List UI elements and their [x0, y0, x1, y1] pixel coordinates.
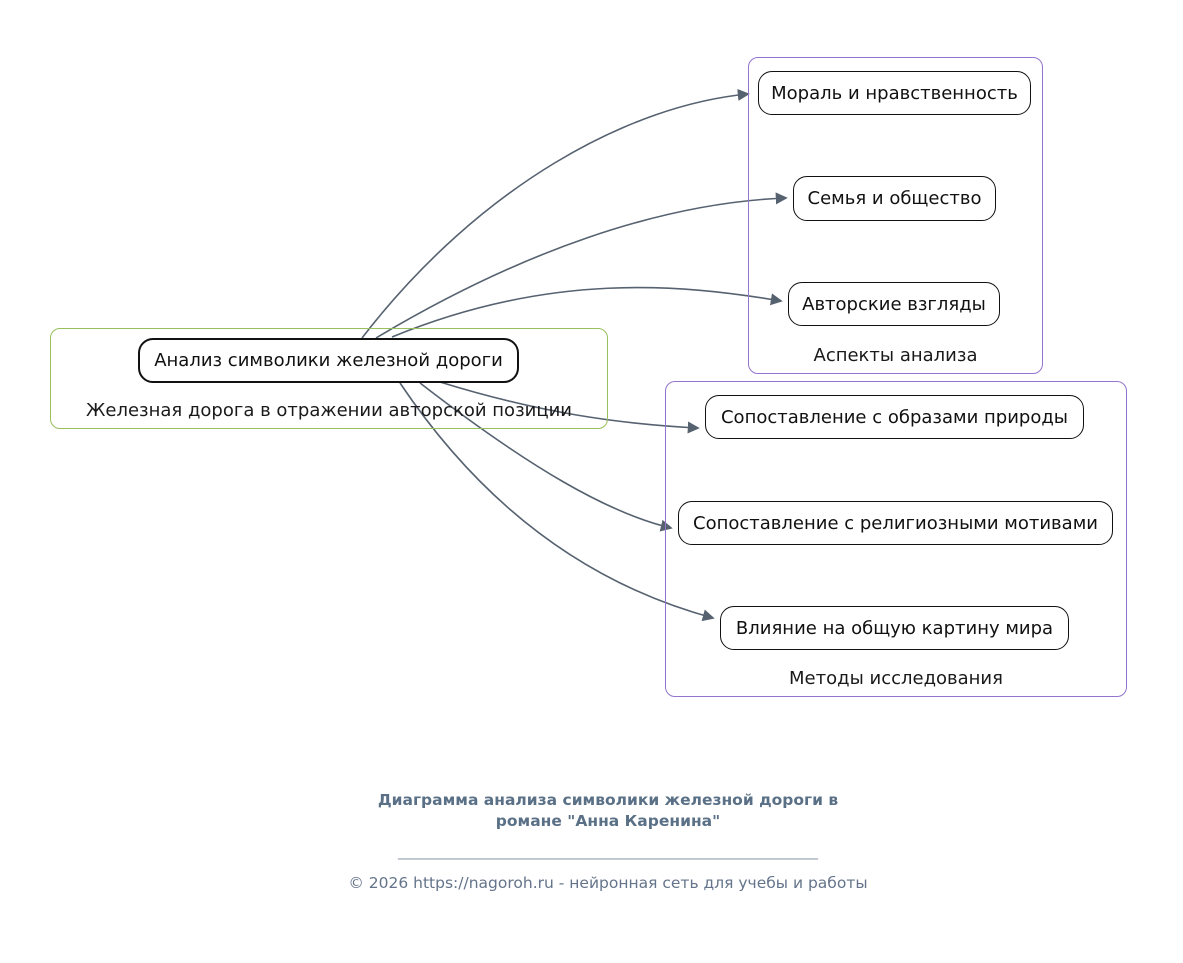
footer-divider: ________________________________________… [398, 842, 818, 860]
footer-title-line2: романе "Анна Каренина" [495, 812, 721, 830]
footer-title-line1: Диаграмма анализа символики железной дор… [377, 791, 839, 809]
node-family-society: Семья и общество [793, 176, 996, 221]
edge-main-to-moral [361, 88, 750, 339]
node-main-analysis: Анализ символики железной дороги [138, 338, 519, 383]
footer: Диаграмма анализа символики железной дор… [288, 790, 928, 892]
node-nature-images: Сопоставление с образами природы [705, 395, 1084, 439]
group-main-label: Железная дорога в отражении авторской по… [86, 400, 572, 421]
group-aspects: Аспекты анализа [748, 57, 1043, 374]
node-religious-motifs: Сопоставление с религиозными мотивами [678, 501, 1113, 545]
node-moral: Мораль и нравственность [758, 71, 1031, 115]
group-main: Железная дорога в отражении авторской по… [50, 328, 608, 429]
group-aspects-label: Аспекты анализа [813, 345, 978, 366]
footer-title: Диаграмма анализа символики железной дор… [288, 790, 928, 832]
group-methods: Методы исследования [665, 381, 1127, 697]
group-methods-label: Методы исследования [789, 668, 1003, 689]
node-author-views: Авторские взгляды [788, 282, 1000, 326]
edge-main-to-family [375, 192, 788, 339]
footer-copyright: © 2026 https://nagoroh.ru - нейронная се… [348, 874, 868, 892]
node-worldview-impact: Влияние на общую картину мира [720, 606, 1069, 650]
